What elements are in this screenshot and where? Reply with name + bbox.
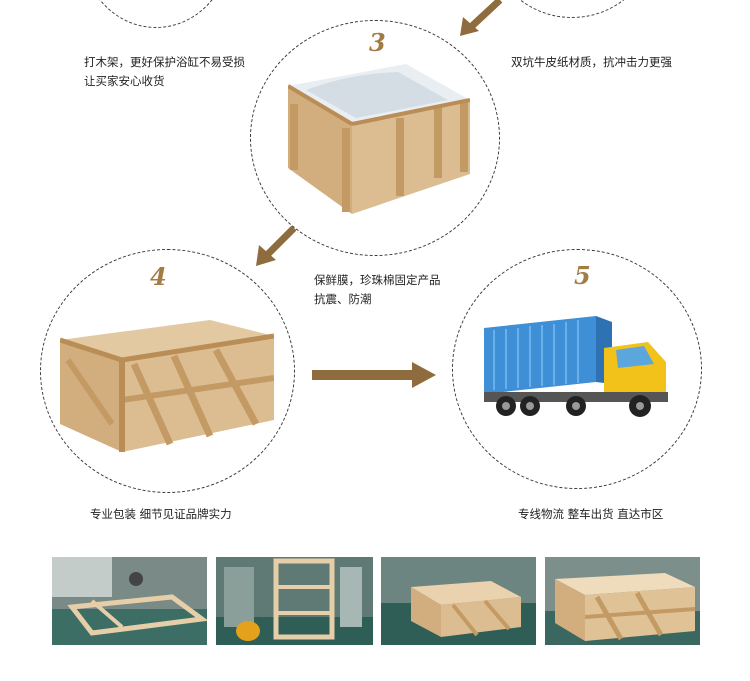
step-1-circle xyxy=(82,0,230,28)
frame-assembly-photo xyxy=(216,557,373,645)
wooden-frame-photo xyxy=(52,557,207,645)
step-3-caption-line-1: 保鲜膜，珍珠棉固定产品 xyxy=(314,273,441,287)
packed-crate-photo xyxy=(545,557,700,645)
step-3-circle xyxy=(250,20,500,256)
closed-crate-illustration xyxy=(60,320,274,452)
top-left-caption-line-1: 打木架，更好保护浴缸不易受损 xyxy=(84,55,245,69)
step-5-caption: 专线物流 整车出货 直达市区 xyxy=(518,507,664,521)
container-truck-illustration xyxy=(484,316,668,417)
step-3-caption: 保鲜膜，珍珠棉固定产品 抗震、防潮 xyxy=(314,271,441,309)
step-5-circle xyxy=(452,249,702,489)
step-4-circle xyxy=(40,249,295,493)
step-3-caption-line-2: 抗震、防潮 xyxy=(314,292,372,306)
arrow-2-to-3 xyxy=(460,0,502,36)
open-crate-with-film-illustration xyxy=(288,64,470,214)
step-5-number: 5 xyxy=(574,261,591,290)
arrow-4-to-5 xyxy=(312,362,436,388)
arrow-3-to-4 xyxy=(256,226,296,266)
step-3-number: 3 xyxy=(369,28,386,57)
top-left-caption: 打木架，更好保护浴缸不易受损 让买家安心收货 xyxy=(84,53,245,91)
step-4-caption: 专业包装 细节见证品牌实力 xyxy=(90,507,232,521)
crated-box-photo xyxy=(381,557,536,645)
top-right-caption: 双坑牛皮纸材质，抗冲击力更强 xyxy=(511,55,672,69)
top-left-caption-line-2: 让买家安心收货 xyxy=(84,74,165,88)
step-2-circle xyxy=(492,0,652,18)
step-4-number: 4 xyxy=(150,262,167,291)
